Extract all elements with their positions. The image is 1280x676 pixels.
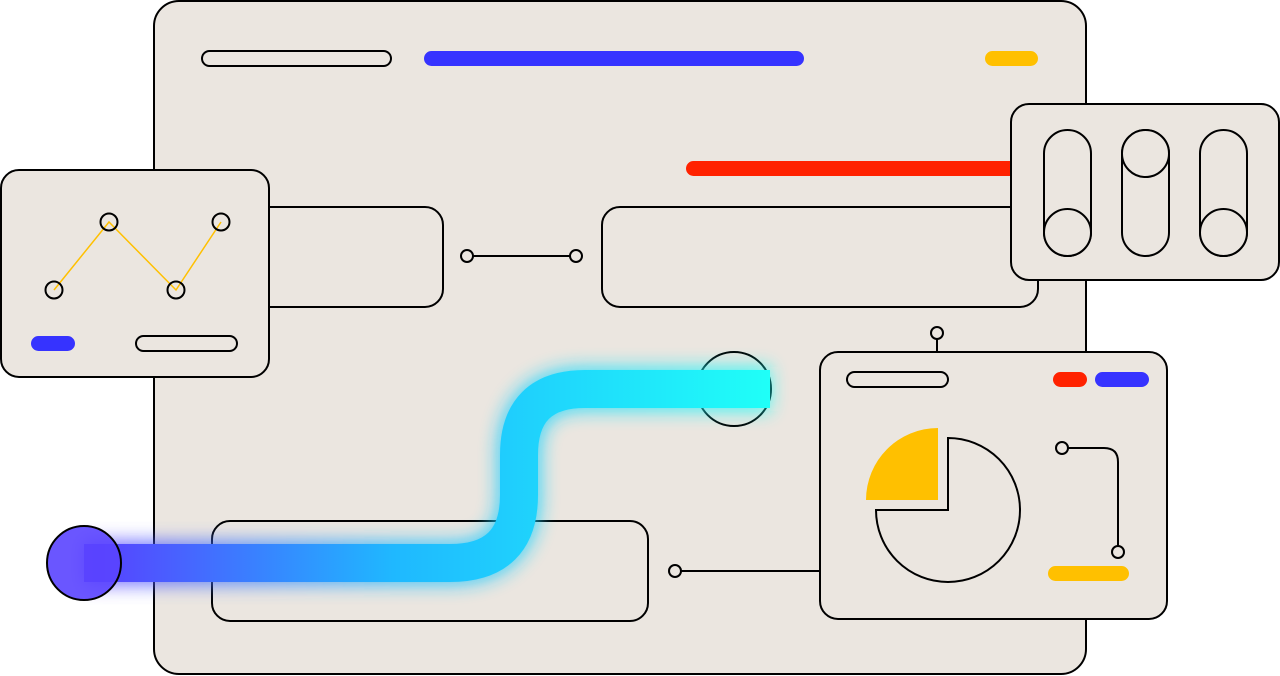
- source-circle: [46, 525, 122, 601]
- pie-slice-highlight: [866, 428, 938, 500]
- yellow-pill: [1048, 566, 1129, 581]
- toggle-2[interactable]: [1121, 129, 1170, 257]
- pie-chart-card: [819, 326, 1168, 620]
- red-bar: [686, 161, 1026, 176]
- toggles-card: [1010, 103, 1280, 281]
- outline-legend-pill: [135, 335, 238, 352]
- chart-point: [44, 280, 64, 300]
- chart-point: [211, 212, 231, 232]
- chart-point: [99, 212, 119, 232]
- chart-point: [166, 280, 186, 300]
- connector-elbow: [1055, 441, 1125, 559]
- toggle-knob[interactable]: [1043, 208, 1092, 257]
- line-chart: [44, 212, 231, 300]
- red-legend-pill: [1053, 372, 1087, 387]
- blue-legend-pill: [1095, 372, 1149, 387]
- toggle-knob[interactable]: [1199, 208, 1248, 257]
- connector-top: [460, 249, 583, 263]
- yellow-bar: [985, 51, 1038, 66]
- toggle-3[interactable]: [1199, 129, 1248, 257]
- blue-legend-pill: [31, 336, 75, 351]
- title-placeholder: [201, 50, 392, 67]
- outline-label-pill: [846, 371, 949, 388]
- blue-bar: [424, 51, 804, 66]
- chart-line: [53, 220, 222, 292]
- glow-path: [84, 370, 770, 582]
- anchor-dot: [930, 326, 944, 340]
- toggle-knob[interactable]: [1121, 129, 1170, 178]
- line-chart-card: [0, 169, 270, 378]
- connector-bottom: [668, 564, 822, 578]
- toggle-1[interactable]: [1043, 129, 1092, 257]
- pie-slice-main: [874, 436, 1021, 583]
